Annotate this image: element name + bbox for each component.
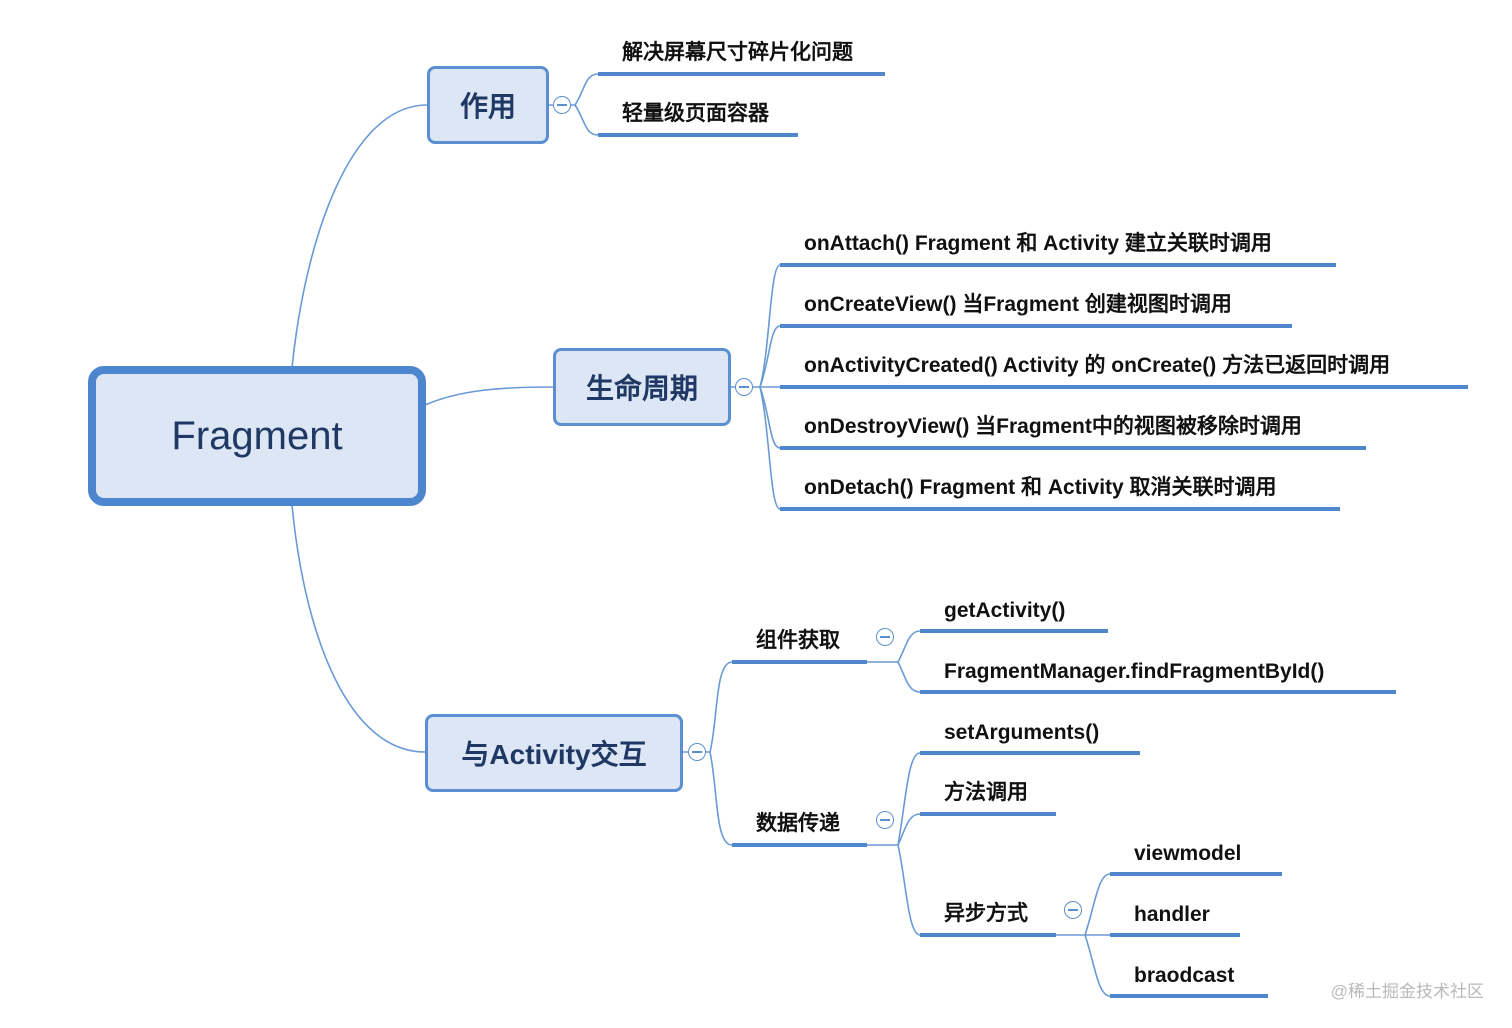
- component-item-1-label: getActivity(): [944, 599, 1066, 622]
- branch-role[interactable]: 作用: [427, 66, 549, 144]
- lifecycle-item-4[interactable]: onDestroyView() 当Fragment中的视图被移除时调用: [780, 410, 1366, 450]
- data-passing-item-1-label: setArguments(): [944, 721, 1100, 744]
- data-passing-label: 数据传递: [756, 812, 840, 835]
- async-item-2[interactable]: handler: [1110, 897, 1240, 937]
- data-passing-item-2[interactable]: 方法调用: [920, 776, 1056, 816]
- root-label: Fragment: [171, 413, 343, 458]
- async-label: 异步方式: [944, 902, 1028, 925]
- root-node[interactable]: Fragment: [88, 366, 426, 506]
- role-item-2-label: 轻量级页面容器: [622, 102, 769, 125]
- branch-interaction[interactable]: 与Activity交互: [425, 714, 683, 792]
- data-passing-node[interactable]: 数据传递: [732, 807, 867, 847]
- async-item-3-label: braodcast: [1134, 964, 1235, 987]
- watermark: @稀土掘金技术社区: [1330, 982, 1484, 1001]
- branch-lifecycle-label: 生命周期: [585, 373, 698, 404]
- async-item-1-label: viewmodel: [1134, 842, 1242, 865]
- component-node[interactable]: 组件获取: [732, 624, 867, 664]
- lifecycle-item-2[interactable]: onCreateView() 当Fragment 创建视图时调用: [780, 288, 1292, 328]
- branch-lifecycle[interactable]: 生命周期: [553, 348, 731, 426]
- collapse-toggle-data-passing[interactable]: [876, 811, 894, 829]
- role-item-2[interactable]: 轻量级页面容器: [598, 97, 798, 137]
- lifecycle-item-1-label: onAttach() Fragment 和 Activity 建立关联时调用: [804, 232, 1272, 255]
- component-item-2-label: FragmentManager.findFragmentById(): [944, 660, 1325, 683]
- async-item-3[interactable]: braodcast: [1110, 958, 1268, 998]
- collapse-toggle-interaction[interactable]: [688, 743, 706, 761]
- component-item-1[interactable]: getActivity(): [920, 593, 1108, 633]
- lifecycle-item-2-label: onCreateView() 当Fragment 创建视图时调用: [804, 293, 1232, 316]
- collapse-toggle-async[interactable]: [1064, 901, 1082, 919]
- component-item-2[interactable]: FragmentManager.findFragmentById(): [920, 654, 1396, 694]
- lifecycle-item-3-label: onActivityCreated() Activity 的 onCreate(…: [804, 354, 1391, 377]
- branch-role-label: 作用: [459, 91, 516, 122]
- async-item-1[interactable]: viewmodel: [1110, 836, 1282, 876]
- lifecycle-item-5[interactable]: onDetach() Fragment 和 Activity 取消关联时调用: [780, 471, 1340, 511]
- lifecycle-item-1[interactable]: onAttach() Fragment 和 Activity 建立关联时调用: [780, 227, 1336, 267]
- lifecycle-item-4-label: onDestroyView() 当Fragment中的视图被移除时调用: [804, 415, 1302, 438]
- async-node[interactable]: 异步方式: [920, 897, 1056, 937]
- collapse-toggle-component[interactable]: [876, 628, 894, 646]
- data-passing-item-1[interactable]: setArguments(): [920, 715, 1140, 755]
- collapse-toggle-role[interactable]: [553, 96, 571, 114]
- component-label: 组件获取: [756, 629, 840, 652]
- collapse-toggle-lifecycle[interactable]: [735, 378, 753, 396]
- branch-interaction-label: 与Activity交互: [461, 739, 647, 770]
- lifecycle-item-3[interactable]: onActivityCreated() Activity 的 onCreate(…: [780, 349, 1468, 389]
- async-item-2-label: handler: [1134, 903, 1210, 926]
- data-passing-item-2-label: 方法调用: [944, 781, 1028, 804]
- lifecycle-item-5-label: onDetach() Fragment 和 Activity 取消关联时调用: [804, 476, 1277, 499]
- role-item-1-label: 解决屏幕尺寸碎片化问题: [622, 41, 853, 64]
- role-item-1[interactable]: 解决屏幕尺寸碎片化问题: [598, 36, 885, 76]
